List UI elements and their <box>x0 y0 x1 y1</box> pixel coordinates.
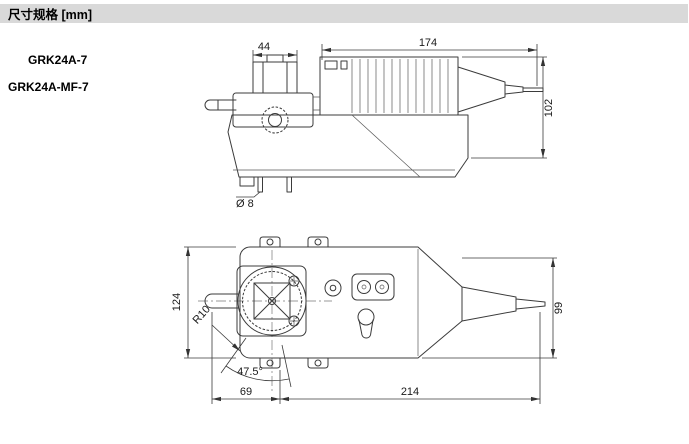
dim-clamp-width-label: 44 <box>258 41 270 53</box>
actuator-housing-side <box>227 56 469 178</box>
dim-right-height-label: 99 <box>553 302 565 314</box>
centerlines <box>198 250 332 392</box>
side-view-drawing: 44 174 102 Ø 8 <box>204 37 555 210</box>
dim-right-length-label: 214 <box>401 386 419 398</box>
section-title: 尺寸规格 [mm] <box>8 8 93 22</box>
product-model-a: GRK24A-7 <box>28 53 88 67</box>
mounting-pins <box>239 176 292 193</box>
corner-radius-label: R10 <box>191 303 213 326</box>
cable-gland-side <box>457 66 544 113</box>
control-details <box>324 273 395 339</box>
shaft-clamp <box>232 54 314 134</box>
dim-height-label: 102 <box>543 99 555 117</box>
mounting-tabs <box>259 236 329 369</box>
section-header: 尺寸规格 [mm] <box>0 4 688 23</box>
rotation-angle-label: 47.5° <box>237 366 263 378</box>
drive-shaft <box>204 99 237 111</box>
dim-left-length-label: 69 <box>240 386 252 398</box>
plan-view-drawing: 124 R10 47.5° 69 214 99 <box>171 236 565 404</box>
universal-clamp <box>236 265 307 337</box>
side-view-dimensions: 44 174 102 Ø 8 <box>236 37 555 210</box>
dim-body-length-label: 174 <box>419 37 437 49</box>
dim-body-height-label: 124 <box>171 293 183 311</box>
product-model-b: GRK24A-MF-7 <box>8 80 89 94</box>
actuator-body-plan <box>239 246 546 359</box>
plan-view-dimensions: 124 R10 47.5° 69 214 99 <box>171 246 565 404</box>
pin-diameter-label: Ø 8 <box>236 198 254 210</box>
shaft-stub <box>204 293 239 309</box>
